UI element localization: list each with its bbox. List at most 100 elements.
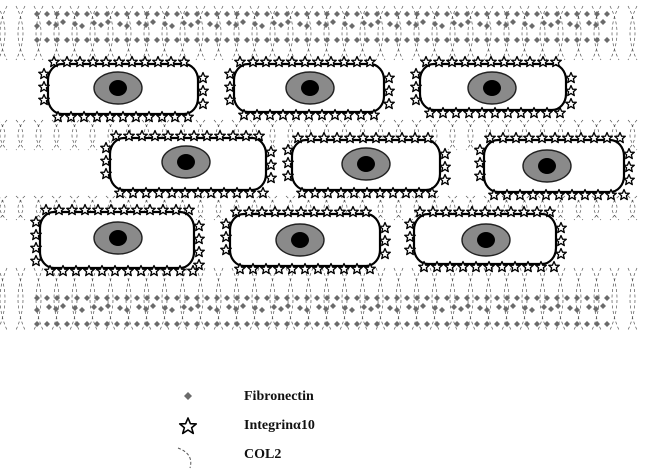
fibronectin-diamond bbox=[64, 295, 70, 301]
fibronectin-diamond bbox=[524, 321, 530, 327]
chondrocyte-cell bbox=[31, 205, 205, 276]
fibronectin-diamond bbox=[259, 23, 265, 29]
fibronectin-diamond bbox=[394, 23, 400, 29]
fibronectin-diamond bbox=[316, 304, 322, 310]
fibronectin-diamond bbox=[451, 304, 457, 310]
fibronectin-diamond bbox=[458, 22, 464, 28]
col2-fiber bbox=[378, 268, 385, 330]
fibronectin-diamond bbox=[46, 20, 52, 26]
fibronectin-diamond bbox=[244, 321, 250, 327]
col2-fiber bbox=[88, 268, 95, 330]
fibronectin-diamond bbox=[72, 305, 78, 311]
fibronectin-diamond bbox=[534, 295, 540, 301]
fibronectin-diamond bbox=[494, 11, 500, 17]
fibronectin-diamond bbox=[344, 37, 350, 43]
fibronectin-diamond bbox=[98, 306, 104, 312]
integrin-star bbox=[549, 262, 560, 272]
fibronectin-diamond bbox=[34, 23, 40, 29]
fibronectin-diamond bbox=[304, 321, 310, 327]
fibronectin-diamond bbox=[226, 304, 232, 310]
fibronectin-diamond bbox=[394, 37, 400, 43]
chondrocytes bbox=[31, 57, 635, 276]
fibronectin-diamond bbox=[84, 11, 90, 17]
fibronectin-diamond bbox=[424, 37, 430, 43]
fibronectin-diamond bbox=[174, 37, 180, 43]
fibronectin-diamond bbox=[354, 321, 360, 327]
fibronectin-diamond bbox=[384, 321, 390, 327]
col2-fiber bbox=[196, 196, 203, 220]
fibronectin-diamond bbox=[274, 11, 280, 17]
fibronectin-diamond bbox=[474, 11, 480, 17]
col2-fiber bbox=[630, 6, 637, 60]
fibronectin-diamond bbox=[240, 303, 246, 309]
fibronectin-diamond bbox=[304, 23, 310, 29]
chondrocyte-cell bbox=[411, 57, 577, 118]
fibronectin-diamond bbox=[404, 321, 410, 327]
fibronectin-diamond bbox=[188, 306, 194, 312]
fibronectin-diamond bbox=[204, 37, 210, 43]
fibronectin-diamond bbox=[477, 305, 483, 311]
fibronectin-diamond bbox=[567, 21, 573, 27]
fibronectin-diamond bbox=[574, 23, 580, 29]
fibronectin-diamond bbox=[334, 11, 340, 17]
fibronectin-diamond bbox=[136, 304, 142, 310]
fibronectin-diamond bbox=[524, 11, 530, 17]
fibronectin-diamond bbox=[514, 37, 520, 43]
fibronectin-diamond bbox=[404, 11, 410, 17]
col2-fiber bbox=[448, 268, 455, 330]
fibronectin-diamond bbox=[134, 37, 140, 43]
fibronectin-diamond bbox=[432, 305, 438, 311]
integrin-star bbox=[384, 86, 395, 96]
fibronectin-diamond bbox=[555, 303, 561, 309]
fibronectin-diamond bbox=[214, 23, 220, 29]
fibronectin-diamond bbox=[134, 321, 140, 327]
fibronectin-diamond bbox=[375, 19, 381, 25]
fibronectin-diamond bbox=[294, 37, 300, 43]
integrin-star bbox=[380, 249, 391, 259]
fibronectin-diamond bbox=[484, 295, 490, 301]
fibronectin-diamond bbox=[361, 304, 367, 310]
col2-fiber bbox=[268, 268, 275, 330]
fibronectin-diamond bbox=[214, 295, 220, 301]
integrin-star bbox=[566, 99, 577, 109]
integrin-star bbox=[266, 173, 277, 183]
integrin-star bbox=[624, 175, 635, 185]
fibronectin-diamond bbox=[439, 307, 445, 313]
fibronectin-diamond bbox=[604, 321, 610, 327]
fibronectin-diamond bbox=[330, 19, 336, 25]
col2-fiber bbox=[90, 120, 97, 150]
fibronectin-diamond bbox=[567, 305, 573, 311]
fibronectin-diamond bbox=[207, 305, 213, 311]
fibronectin-diamond bbox=[124, 321, 130, 327]
col2-fiber bbox=[16, 196, 23, 220]
fibronectin-diamond bbox=[434, 11, 440, 17]
col2-fiber bbox=[0, 196, 7, 220]
fibronectin-diamond bbox=[584, 321, 590, 327]
fibronectin-diamond bbox=[314, 11, 320, 17]
fibronectin-diamond bbox=[474, 321, 480, 327]
integrin-star-icon bbox=[176, 415, 200, 441]
fibronectin-diamond bbox=[464, 37, 470, 43]
fibronectin-diamond bbox=[334, 37, 340, 43]
fibronectin-diamond bbox=[394, 321, 400, 327]
col2-fiber bbox=[216, 196, 223, 220]
col2-fiber bbox=[18, 6, 25, 60]
fibronectin-diamond bbox=[444, 321, 450, 327]
fibronectin-diamond bbox=[394, 11, 400, 17]
fibronectin-diamond bbox=[465, 303, 471, 309]
fibronectin-diamond bbox=[181, 304, 187, 310]
fibronectin-diamond bbox=[364, 11, 370, 17]
fibronectin-diamond bbox=[154, 321, 160, 327]
fibronectin-diamond bbox=[494, 295, 500, 301]
col2-fiber bbox=[54, 120, 61, 150]
fibronectin-diamond bbox=[304, 307, 310, 313]
col2-fiber bbox=[16, 120, 23, 150]
nucleolus bbox=[109, 80, 127, 96]
col2-fiber bbox=[612, 6, 619, 60]
chondrocyte-cell bbox=[39, 57, 209, 122]
fibronectin-diamond bbox=[534, 37, 540, 43]
fibronectin-diamond bbox=[174, 295, 180, 301]
fibronectin-diamond bbox=[368, 306, 374, 312]
fibronectin-diamond bbox=[548, 22, 554, 28]
fibronectin-diamond bbox=[84, 295, 90, 301]
